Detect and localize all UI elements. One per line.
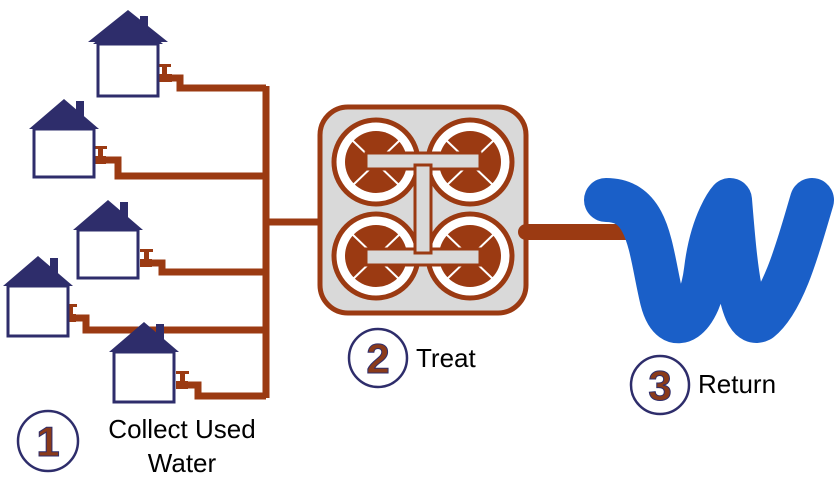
faucet-icon: [158, 64, 172, 82]
step-2: 2 Treat: [347, 327, 476, 389]
house-pipe-3: [150, 259, 266, 276]
faucet-icon: [140, 249, 153, 267]
step-1: 1 Collect Used Water: [16, 409, 256, 478]
faucets: [64, 64, 189, 389]
faucet-icon: [64, 304, 77, 322]
house-icon: [109, 322, 179, 404]
step-3-label: Return: [698, 369, 776, 399]
treatment-plant-icon: [317, 104, 529, 316]
house-icon: [88, 10, 168, 98]
house-icon: [29, 99, 99, 179]
houses: [3, 10, 179, 404]
faucet-icon: [94, 146, 107, 164]
step-3-number: 3: [648, 362, 671, 409]
house-pipe-5: [186, 381, 266, 400]
step-1-number: 1: [36, 418, 59, 465]
step-1-badge: [16, 409, 80, 473]
step-2-badge: [347, 327, 409, 389]
faucet-icon: [176, 371, 189, 389]
water-wave-icon: [584, 178, 834, 344]
step-2-number: 2: [366, 335, 389, 382]
step-3-badge: [629, 354, 691, 416]
house-icon: [73, 200, 143, 280]
house-pipe-2: [103, 156, 266, 180]
step-2-label: Treat: [416, 343, 476, 373]
step-1-label-line-1: Collect Used: [108, 414, 255, 444]
step-1-label-line-2: Water: [148, 448, 217, 478]
step-3: 3 Return: [629, 354, 776, 416]
house-icon: [3, 256, 73, 338]
collection-pipes: [74, 74, 322, 400]
house-pipe-4: [74, 314, 266, 334]
house-pipe-1: [170, 74, 266, 92]
